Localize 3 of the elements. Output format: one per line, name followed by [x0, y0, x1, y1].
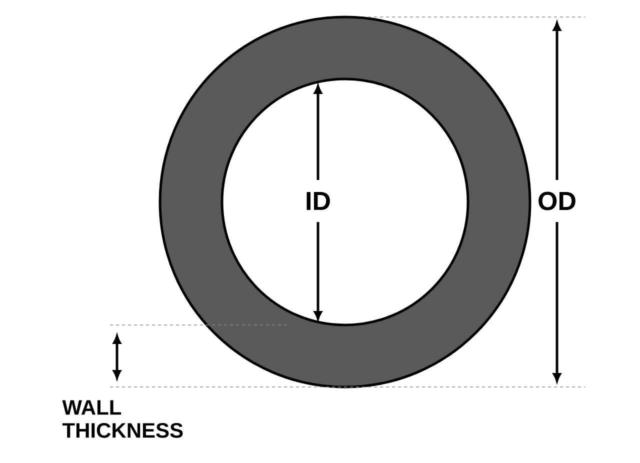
dimension-label: WALL THICKNESS: [62, 400, 183, 438]
dimension-label: OD: [538, 192, 576, 210]
dimension-label: ID: [306, 192, 330, 210]
